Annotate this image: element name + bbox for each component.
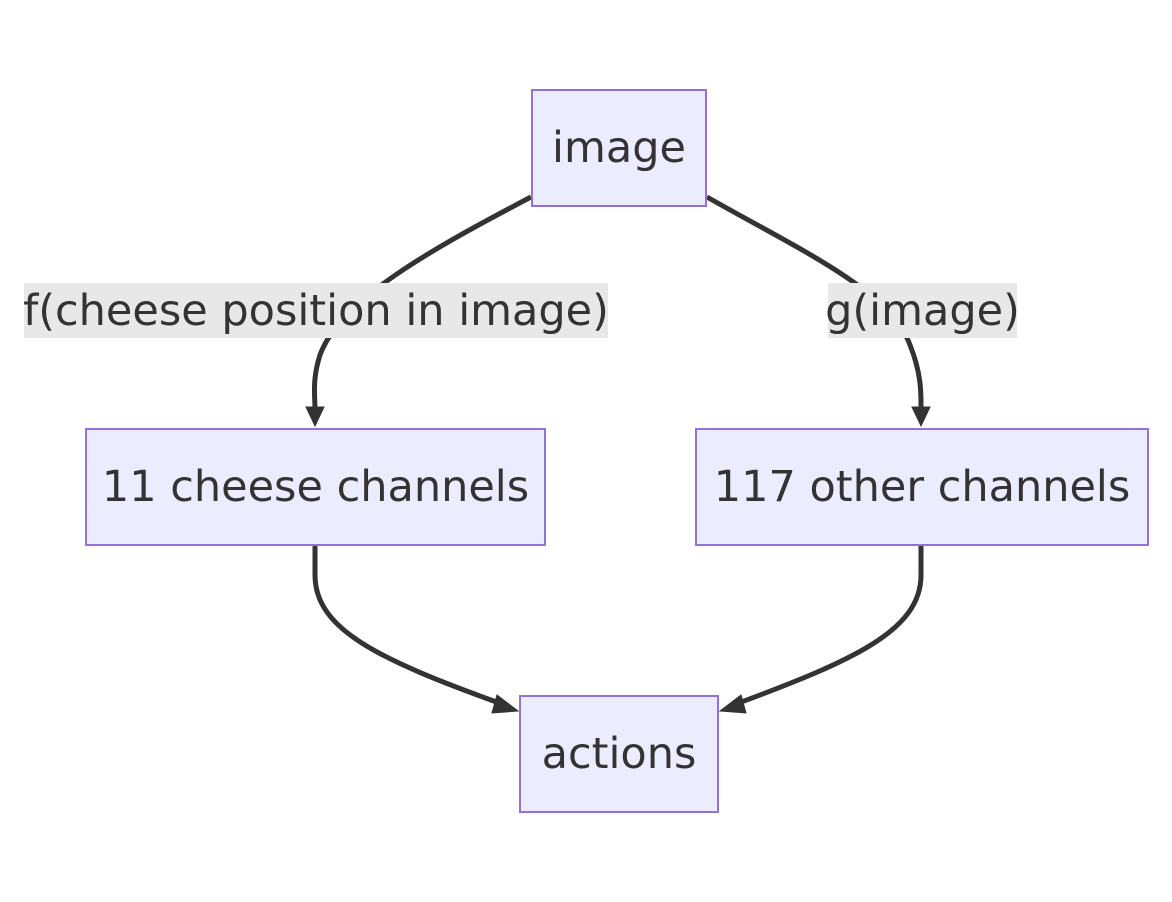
node-cheese-channels: 11 cheese channels	[85, 428, 546, 546]
node-image: image	[531, 89, 707, 207]
arrowhead-actions-left	[491, 694, 520, 714]
edge-label-f: f(cheese position in image)	[23, 283, 609, 338]
edge-label-g: g(image)	[825, 283, 1020, 338]
edge-other-channels-to-actions	[735, 546, 924, 707]
arrowhead-cheese-channels	[305, 406, 325, 428]
arrowhead-actions-right	[718, 694, 747, 714]
node-other-channels: 117 other channels	[695, 428, 1149, 546]
node-actions: actions	[519, 695, 719, 813]
edge-cheese-channels-to-actions	[312, 546, 503, 707]
arrowhead-other-channels	[911, 406, 931, 428]
